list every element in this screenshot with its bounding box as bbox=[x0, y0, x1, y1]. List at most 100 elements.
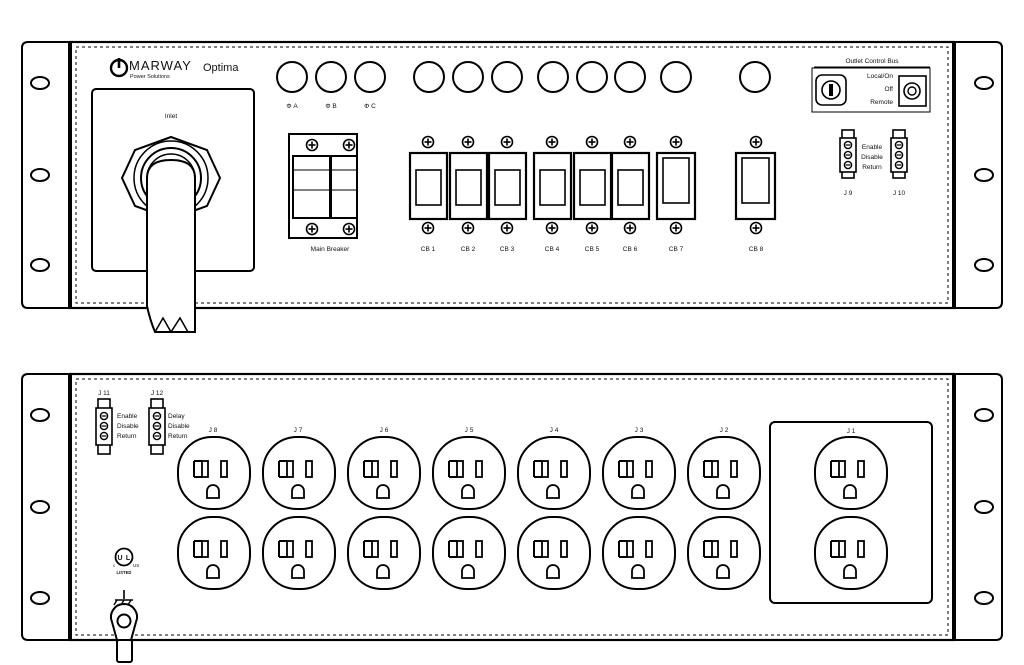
ground-lug[interactable] bbox=[110, 603, 138, 663]
inlet-label: Inlet bbox=[165, 113, 177, 120]
pin-label: Disable bbox=[861, 154, 883, 161]
pin-label: Return bbox=[862, 164, 882, 171]
mount-hole bbox=[30, 168, 50, 182]
svg-text:U: U bbox=[117, 555, 122, 562]
outlet-control-bus: Outlet Control Bus Local/On Off Remote bbox=[811, 58, 931, 113]
breaker-cb8[interactable]: CB 8 bbox=[734, 135, 777, 254]
phase-label: Φ A bbox=[286, 103, 298, 110]
receptacle-j8-upper[interactable] bbox=[177, 436, 251, 510]
connector-label: J 10 bbox=[893, 190, 906, 197]
cb2-lamp bbox=[452, 61, 484, 93]
pin-label: Enable bbox=[862, 144, 883, 151]
connector-label: J 11 bbox=[98, 390, 110, 397]
breaker-cb4[interactable]: CB 4 bbox=[532, 135, 573, 254]
main-breaker-label: Main Breaker bbox=[311, 246, 350, 253]
breaker-cb5[interactable]: CB 5 bbox=[572, 135, 613, 254]
j1-outlet-box bbox=[769, 421, 933, 604]
pin-label: Disable bbox=[117, 423, 139, 430]
receptacle-j1-upper[interactable] bbox=[814, 436, 888, 510]
receptacle-j3-lower[interactable] bbox=[602, 516, 676, 590]
pin-label: Return bbox=[117, 433, 137, 440]
phase-label: Φ B bbox=[325, 103, 336, 110]
breaker-label: CB 7 bbox=[669, 246, 684, 253]
breaker-label: CB 1 bbox=[421, 246, 436, 253]
switch-position-remote: Remote bbox=[870, 99, 893, 106]
connector-j12[interactable]: J 12 bbox=[148, 390, 166, 455]
outlet-control-bus-title: Outlet Control Bus bbox=[845, 58, 899, 65]
cb5-lamp bbox=[576, 61, 608, 93]
pin-label: Enable bbox=[117, 413, 138, 420]
cb4-lamp bbox=[537, 61, 569, 93]
outlet-label: J 4 bbox=[550, 427, 559, 434]
brand-name: MARWAY bbox=[129, 58, 192, 73]
mount-hole bbox=[974, 168, 994, 182]
phase-c-lamp bbox=[354, 61, 386, 93]
mount-hole bbox=[974, 591, 994, 605]
model-name: Optima bbox=[203, 62, 239, 74]
cb3-lamp bbox=[491, 61, 523, 93]
cb7-lamp bbox=[660, 61, 692, 93]
outlet-label: J 5 bbox=[465, 427, 474, 434]
breaker-cb6[interactable]: CB 6 bbox=[610, 135, 651, 254]
breaker-label: CB 6 bbox=[623, 246, 638, 253]
receptacle-j2-lower[interactable] bbox=[687, 516, 761, 590]
pin-label: Return bbox=[168, 433, 188, 440]
connector-j9[interactable]: J 9 bbox=[839, 129, 857, 197]
pin-label: Disable bbox=[168, 423, 190, 430]
connector-j10[interactable]: J 10 bbox=[890, 129, 908, 197]
outlet-label: J 7 bbox=[294, 427, 303, 434]
mount-hole bbox=[974, 258, 994, 272]
breaker-lamps bbox=[413, 61, 771, 93]
receptacle-j6-lower[interactable] bbox=[347, 516, 421, 590]
breaker-label: CB 3 bbox=[500, 246, 515, 253]
receptacle-j3-upper[interactable] bbox=[602, 436, 676, 510]
receptacle-j5-upper[interactable] bbox=[432, 436, 506, 510]
cb1-lamp bbox=[413, 61, 445, 93]
ul-us-mark: US bbox=[133, 563, 139, 568]
outlet-label: J 6 bbox=[380, 427, 389, 434]
mount-hole bbox=[974, 408, 994, 422]
mount-hole bbox=[30, 500, 50, 514]
power-cord bbox=[146, 158, 196, 333]
outlet-label: J 3 bbox=[635, 427, 644, 434]
phase-b-lamp bbox=[315, 61, 347, 93]
breaker-cb7[interactable]: CB 7 bbox=[655, 135, 697, 254]
mount-hole bbox=[30, 258, 50, 272]
mount-hole bbox=[30, 76, 50, 90]
receptacle-j7-lower[interactable] bbox=[262, 516, 336, 590]
receptacle-j7-upper[interactable] bbox=[262, 436, 336, 510]
outlet-label: J 2 bbox=[720, 427, 729, 434]
receptacle-j6-upper[interactable] bbox=[347, 436, 421, 510]
svg-text:L: L bbox=[126, 555, 131, 562]
phase-label: Φ C bbox=[364, 103, 376, 110]
breaker-cb3[interactable]: CB 3 bbox=[487, 135, 528, 254]
breaker-label: CB 4 bbox=[545, 246, 560, 253]
brand-logo: MARWAY Power Solutions Optima bbox=[109, 58, 239, 80]
receptacle-j5-lower[interactable] bbox=[432, 516, 506, 590]
rear-panel: J 11 Enable Disable Return J 12 Delay Di… bbox=[21, 372, 1003, 663]
receptacle-j1-lower[interactable] bbox=[814, 516, 888, 590]
outlet-label: J 1 bbox=[847, 428, 856, 435]
ul-listed-text: LISTED bbox=[117, 570, 132, 575]
connector-label: J 9 bbox=[844, 190, 853, 197]
mount-hole bbox=[974, 76, 994, 90]
cb8-lamp bbox=[739, 61, 771, 93]
inlet: Inlet bbox=[91, 88, 255, 334]
breaker-cb2[interactable]: CB 2 bbox=[448, 135, 489, 254]
mount-hole bbox=[974, 500, 994, 514]
receptacle-j8-lower[interactable] bbox=[177, 516, 251, 590]
cb6-lamp bbox=[614, 61, 646, 93]
ul-c-mark: c bbox=[113, 563, 116, 568]
receptacle-j4-upper[interactable] bbox=[517, 436, 591, 510]
switch-position-local-on: Local/On bbox=[867, 73, 893, 80]
breaker-cb1[interactable]: CB 1 bbox=[408, 135, 449, 254]
connector-j11[interactable]: J 11 bbox=[95, 390, 113, 455]
outlet-label: J 8 bbox=[209, 427, 218, 434]
main-breaker[interactable]: Main Breaker bbox=[288, 133, 358, 253]
mount-hole bbox=[30, 408, 50, 422]
breaker-label: CB 8 bbox=[749, 246, 764, 253]
receptacle-j4-lower[interactable] bbox=[517, 516, 591, 590]
brand-tagline: Power Solutions bbox=[130, 74, 170, 80]
receptacle-j2-upper[interactable] bbox=[687, 436, 761, 510]
